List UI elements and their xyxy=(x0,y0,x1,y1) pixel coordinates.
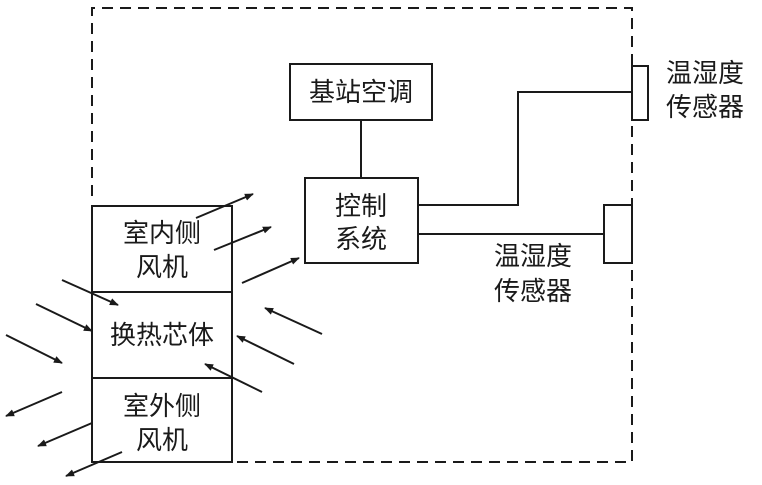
base-station-ac-label: 基站空调 xyxy=(309,78,413,108)
indoor-fan-label-line1: 室内侧 xyxy=(123,219,201,249)
airflow-arrow-indoor-in-middle xyxy=(236,335,295,365)
outdoor-sensor-label-line1: 温湿度 xyxy=(666,59,744,89)
control-system-box xyxy=(304,177,419,264)
indoor-fan-label-line2: 风机 xyxy=(136,253,188,283)
outdoor-fan-label-line1: 室外侧 xyxy=(123,392,201,422)
airflow-arrow-to-control xyxy=(241,257,300,284)
airflow-arrow-outdoor-in-upper xyxy=(61,279,119,306)
base-station-ac-box xyxy=(289,63,433,121)
indoor-sensor-label-line2: 传感器 xyxy=(494,277,572,307)
indoor-sensor-label-line1: 温湿度 xyxy=(494,242,572,272)
indoor-sensor-box xyxy=(603,204,633,264)
airflow-arrow-exhaust-middle xyxy=(37,422,93,447)
outdoor-sensor-label-line2: 传感器 xyxy=(666,93,744,123)
indoor-fan-box xyxy=(91,205,233,293)
control-system-label-line1: 控制 xyxy=(335,192,387,222)
outdoor-fan-box xyxy=(91,377,233,463)
airflow-arrow-indoor-out-middle xyxy=(213,226,272,251)
airflow-arrow-exhaust-lower xyxy=(65,451,123,477)
airflow-arrow-outdoor-in-lower xyxy=(5,334,63,364)
airflow-arrow-indoor-in-upper xyxy=(264,307,323,335)
airflow-arrow-indoor-out-upper xyxy=(195,193,254,219)
outdoor-fan-label-line2: 风机 xyxy=(136,426,188,456)
outdoor-sensor-box xyxy=(631,65,649,121)
heat-exchange-core-label: 换热芯体 xyxy=(110,321,214,351)
airflow-arrow-outdoor-in-middle xyxy=(35,303,93,332)
airflow-arrow-exhaust-upper xyxy=(5,391,63,417)
airflow-arrow-indoor-in-lower xyxy=(204,363,263,393)
outdoor-sensor-wire xyxy=(418,91,632,206)
control-system-label-line2: 系统 xyxy=(335,225,387,255)
enclosure-boundary xyxy=(91,7,633,463)
